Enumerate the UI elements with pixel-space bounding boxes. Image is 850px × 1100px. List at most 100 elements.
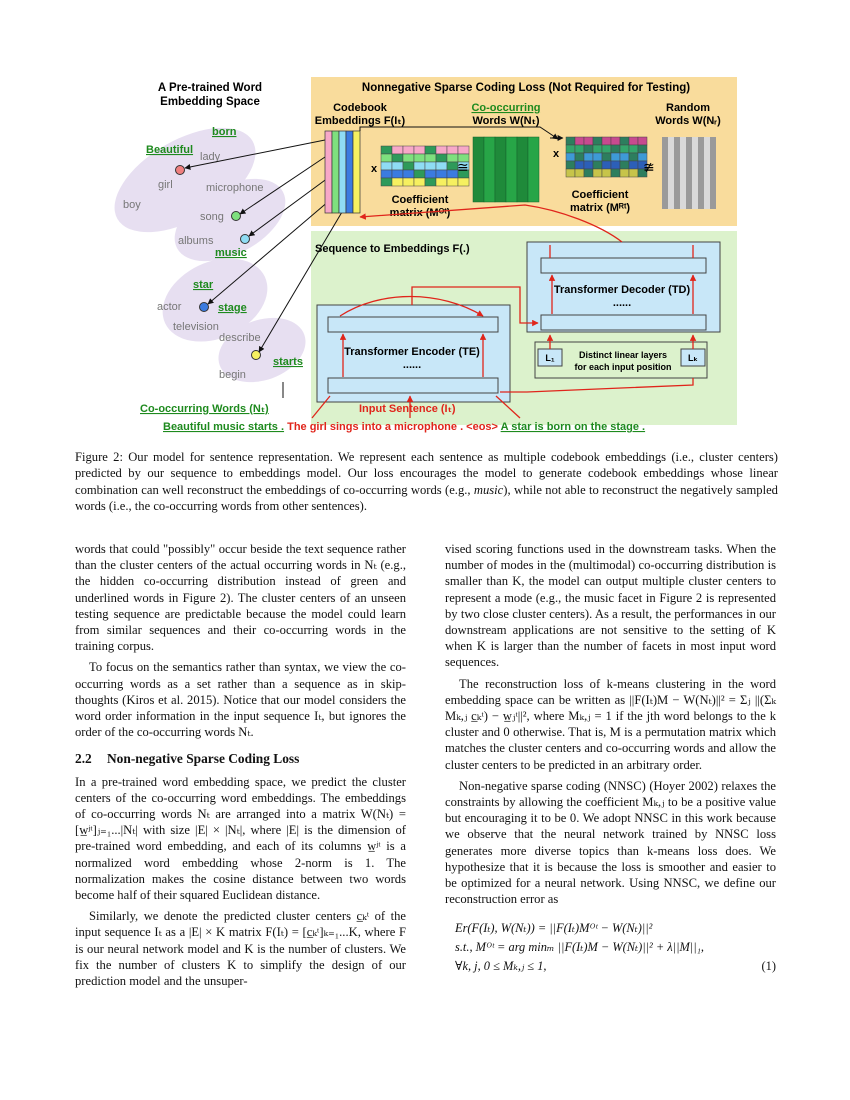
decoder-top-layer bbox=[540, 257, 707, 274]
word-begin: begin bbox=[219, 369, 246, 381]
matrix-cell bbox=[601, 144, 612, 154]
coef-matrix-r bbox=[565, 136, 648, 178]
matrix-cell bbox=[424, 161, 437, 171]
matrix-column bbox=[472, 136, 485, 203]
matrix-column bbox=[698, 137, 704, 209]
linear-label-1: Distinct linear layers bbox=[579, 350, 667, 360]
encoder-dots: ...... bbox=[403, 359, 421, 371]
matrix-cell bbox=[391, 145, 404, 155]
matrix-cell bbox=[413, 161, 426, 171]
matrix-cell bbox=[592, 160, 603, 170]
nnsc-title: Nonnegative Sparse Coding Loss (Not Requ… bbox=[362, 82, 690, 94]
matrix-cell bbox=[637, 136, 648, 146]
cooccur-label-1: Co-occurring bbox=[471, 102, 540, 114]
coef-r-label-1: Coefficient bbox=[572, 189, 629, 201]
matrix-cell bbox=[435, 145, 448, 155]
matrix-cell bbox=[380, 161, 393, 171]
matrix-cell bbox=[583, 136, 594, 146]
random-label-1: Random bbox=[666, 102, 710, 114]
left-paragraph-3: In a pre-trained word embedding space, w… bbox=[75, 774, 406, 903]
word-beautiful: Beautiful bbox=[146, 144, 193, 156]
matrix-cell bbox=[446, 177, 459, 187]
lk-label: Lₖ bbox=[688, 353, 698, 363]
matrix-cell bbox=[435, 161, 448, 171]
matrix-cell bbox=[574, 152, 585, 162]
matrix-column bbox=[494, 136, 507, 203]
cooccur-label-2: Words W(Nₜ) bbox=[473, 115, 540, 127]
encoder-bottom-layer bbox=[327, 377, 499, 394]
matrix-cell bbox=[637, 168, 648, 178]
linear-layers-box bbox=[534, 341, 708, 379]
word-television: television bbox=[173, 321, 219, 333]
matrix-column bbox=[674, 137, 680, 209]
matrix-cell bbox=[601, 136, 612, 146]
matrix-cell bbox=[628, 168, 639, 178]
matrix-cell bbox=[380, 153, 393, 163]
matrix-cell bbox=[610, 168, 621, 178]
embed-space-title-1: A Pre-trained Word bbox=[158, 82, 262, 94]
word-born: born bbox=[212, 126, 237, 138]
matrix-cell bbox=[435, 177, 448, 187]
sentence-green-2: A star is born on the stage . bbox=[501, 421, 645, 433]
caption-lead: Figure 2: Our model for sentence represe… bbox=[75, 450, 778, 497]
matrix-cell bbox=[391, 161, 404, 171]
matrix-cell bbox=[610, 136, 621, 146]
word-music: music bbox=[215, 247, 247, 259]
figure-2-diagram: A Pre-trained Word Embedding Space Nonne… bbox=[114, 77, 737, 433]
seq-title: Sequence to Embeddings F(.) bbox=[315, 243, 470, 255]
left-column: words that could "possibly" occur beside… bbox=[75, 541, 406, 989]
matrix-cell bbox=[601, 160, 612, 170]
matrix-column bbox=[680, 137, 686, 209]
word-microphone: microphone bbox=[206, 182, 263, 194]
matrix-cell bbox=[592, 168, 603, 178]
matrix-column bbox=[710, 137, 716, 209]
matrix-cell bbox=[628, 152, 639, 162]
matrix-cell bbox=[610, 160, 621, 170]
matrix-cell bbox=[619, 144, 630, 154]
matrix-cell bbox=[637, 144, 648, 154]
encoder-top-layer bbox=[327, 316, 499, 333]
times-symbol-1: x bbox=[371, 163, 378, 175]
codebook-embeddings bbox=[324, 130, 361, 214]
matrix-cell bbox=[592, 152, 603, 162]
matrix-cell bbox=[574, 160, 585, 170]
l1-label: L₁ bbox=[545, 353, 554, 363]
matrix-cell bbox=[435, 153, 448, 163]
matrix-cell bbox=[583, 144, 594, 154]
matrix-cell bbox=[413, 177, 426, 187]
matrix-cell bbox=[391, 153, 404, 163]
matrix-cell bbox=[402, 177, 415, 187]
word-starts: starts bbox=[273, 356, 303, 368]
matrix-cell bbox=[592, 136, 603, 146]
approx-symbol: ≅ bbox=[457, 159, 469, 175]
matrix-cell bbox=[402, 153, 415, 163]
cluster-center-dot bbox=[175, 165, 185, 175]
equation-line-2: s.t., Mᴼᵗ = arg minₘ ||F(Iₜ)M − W(Nₜ)||²… bbox=[455, 940, 705, 955]
matrix-cell bbox=[628, 144, 639, 154]
word-stage: stage bbox=[218, 302, 247, 314]
codebook-label-1: Codebook bbox=[333, 102, 388, 114]
cluster-center-dot bbox=[231, 211, 241, 221]
cooccur-legend: Co-occurring Words (Nₜ) bbox=[140, 403, 269, 415]
matrix-column bbox=[505, 136, 518, 203]
random-label-2: Words W(Nᵣ) bbox=[655, 115, 721, 127]
embed-space-title-2: Embedding Space bbox=[160, 96, 260, 108]
caption-tail: ), while not able to reconstruct the neg… bbox=[75, 482, 778, 514]
section-title: Non-negative Sparse Coding Loss bbox=[107, 751, 300, 767]
equation-line-3: ∀k, j, 0 ≤ Mₖ,ⱼ ≤ 1, bbox=[455, 959, 547, 974]
matrix-cell bbox=[380, 145, 393, 155]
word-albums: albums bbox=[178, 235, 214, 247]
equation-1: Er(F(Iₜ), W(Nₜ)) = ||F(Iₜ)Mᴼᵗ − W(Nₜ)||²… bbox=[445, 919, 776, 976]
matrix-cell bbox=[565, 136, 576, 146]
left-paragraph-1: words that could "possibly" occur beside… bbox=[75, 542, 406, 654]
matrix-cell bbox=[435, 169, 448, 179]
matrix-cell bbox=[565, 152, 576, 162]
matrix-cell bbox=[574, 136, 585, 146]
matrix-cell bbox=[424, 177, 437, 187]
right-paragraph-3: Non-negative sparse coding (NNSC) (Hoyer… bbox=[445, 778, 776, 907]
times-symbol-2: x bbox=[553, 148, 560, 160]
matrix-cell bbox=[601, 152, 612, 162]
right-paragraph-2: The reconstruction loss of k-means clust… bbox=[445, 676, 776, 772]
embedding-clusters bbox=[114, 127, 306, 383]
